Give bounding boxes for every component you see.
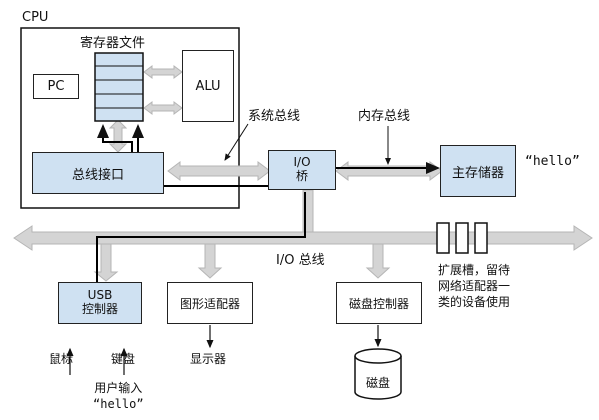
system-bus-arrow (167, 161, 271, 181)
usb-controller-line2: 控制器 (81, 302, 118, 316)
alu-box: ALU (182, 50, 234, 122)
bus-interface-box: 总线接口 (32, 152, 164, 194)
expansion-slots-line2: 网络适配器一 (438, 279, 511, 294)
register-file-label: 寄存器文件 (80, 36, 146, 51)
cpu-label: CPU (22, 10, 49, 25)
mouse-label: 鼠标 (49, 352, 74, 366)
display-label: 显示器 (190, 352, 227, 366)
bus-interface-label: 总线接口 (71, 167, 124, 183)
user-input-label: 用户输入 “hello” (93, 380, 144, 412)
io-bridge-line2: 桥 (295, 169, 308, 183)
main-memory-box: 主存储器 (440, 145, 516, 197)
graphics-adapter-box: 图形适配器 (167, 282, 253, 324)
memory-bus-arrow (335, 161, 443, 181)
disk-controller-label: 磁盘控制器 (348, 296, 409, 311)
usb-controller-box: USB 控制器 (58, 282, 142, 324)
interface-register-arrow (108, 119, 128, 153)
expansion-slots-line3: 类的设备使用 (438, 295, 511, 310)
system-bus-pointer (224, 123, 249, 161)
io-bus-drops (93, 243, 391, 282)
keyboard-label: 键盘 (111, 352, 136, 366)
alu-label: ALU (195, 78, 221, 94)
disk-label: 磁盘 (366, 376, 391, 390)
pc-box: PC (33, 74, 79, 99)
pc-label: PC (47, 79, 65, 94)
io-bridge-box: I/O 桥 (268, 150, 336, 190)
hello-memory-label: “hello” (525, 154, 580, 169)
user-input-line1: 用户输入 (94, 381, 143, 395)
graphics-adapter-label: 图形适配器 (179, 296, 240, 311)
expansion-slots-line1: 扩展槽，留待 (438, 263, 511, 277)
expansion-slots-label: 扩展槽，留待 网络适配器一 类的设备使用 (438, 262, 510, 311)
io-bus-label: I/O 总线 (276, 253, 325, 268)
usb-controller-line1: USB (87, 288, 113, 303)
io-bridge-line1: I/O (293, 155, 311, 170)
expansion-slots (436, 222, 488, 254)
main-memory-label: 主存储器 (451, 165, 504, 181)
system-bus-label: 系统总线 (248, 109, 301, 124)
disk-cylinder (354, 348, 402, 400)
cpu-frame (20, 27, 240, 209)
register-alu-arrow (143, 65, 183, 115)
memory-bus-label: 内存总线 (358, 109, 411, 124)
disk-controller-box: 磁盘控制器 (336, 282, 422, 324)
user-input-line2: “hello” (93, 397, 144, 412)
register-file (94, 52, 144, 122)
